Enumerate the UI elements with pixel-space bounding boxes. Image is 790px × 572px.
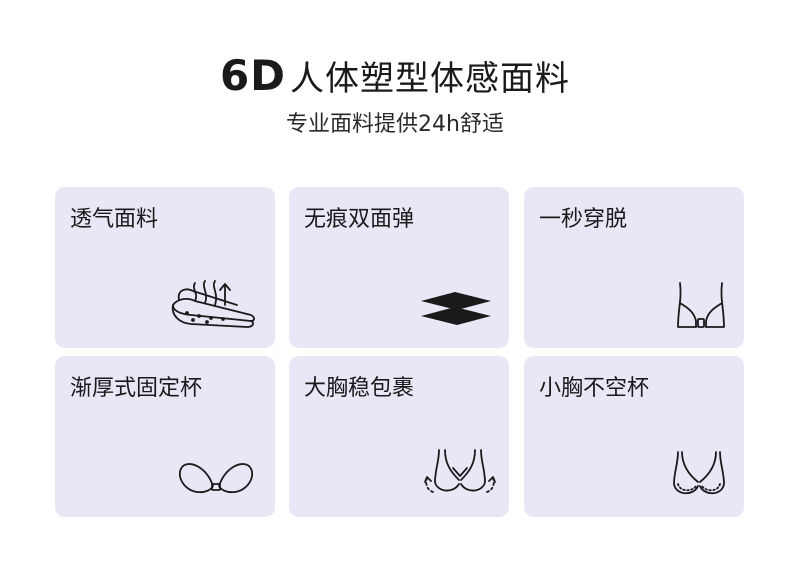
feature-label: 大胸稳包裹 (304, 376, 415, 401)
molded-cup-icon (177, 460, 255, 496)
feature-grid: 透气面料 无痕双面弹 (55, 187, 745, 517)
feature-card-small-fit: 小胸不空杯 (524, 356, 744, 517)
feature-card-quick-wear: 一秒穿脱 (524, 187, 744, 348)
fitted-cup-bra-icon (670, 450, 728, 500)
front-clasp-bra-icon (674, 281, 728, 333)
title-emphasis: 6D (219, 51, 287, 100)
title-text: 人体塑型体感面料 (290, 59, 571, 99)
page-subtitle: 专业面料提供24h舒适 (286, 112, 504, 137)
breathable-fabric-icon (167, 275, 259, 333)
feature-card-fixed-cup: 渐厚式固定杯 (55, 356, 275, 517)
feature-label: 无痕双面弹 (304, 207, 415, 232)
wrap-support-icon (423, 448, 497, 498)
feature-card-seamless: 无痕双面弹 (289, 187, 509, 348)
feature-card-breathable: 透气面料 (55, 187, 275, 348)
feature-label: 透气面料 (70, 207, 159, 232)
feature-card-large-support: 大胸稳包裹 (289, 356, 509, 517)
layered-fabric-icon (419, 291, 493, 329)
feature-label: 渐厚式固定杯 (70, 376, 203, 401)
feature-label: 小胸不空杯 (539, 376, 650, 401)
feature-label: 一秒穿脱 (539, 207, 628, 232)
